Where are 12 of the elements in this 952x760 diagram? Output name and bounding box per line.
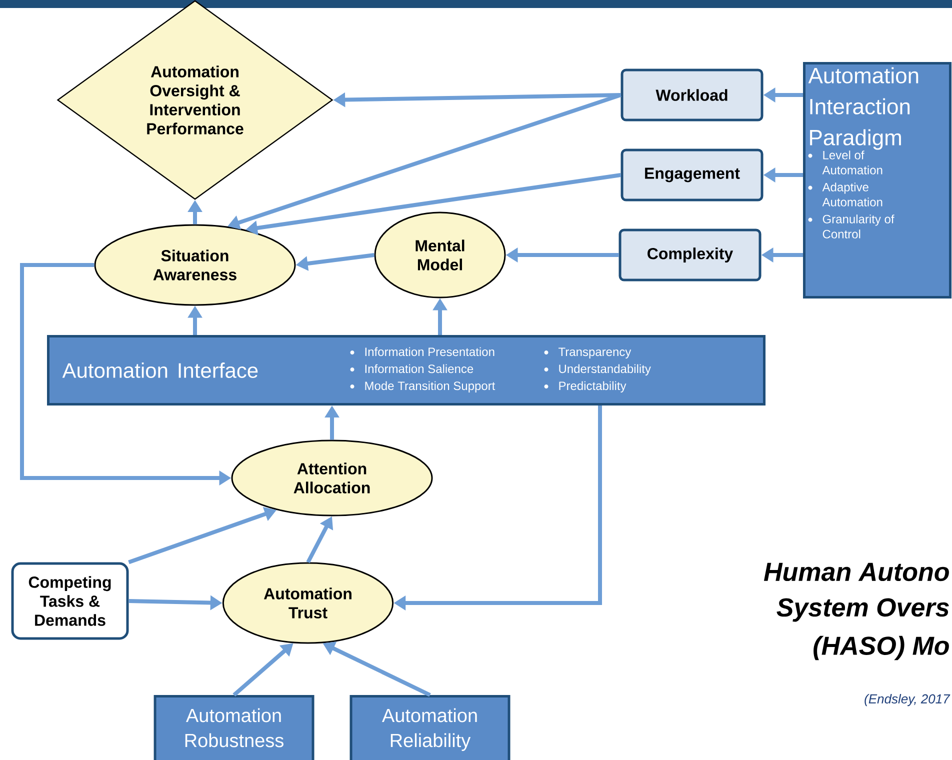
interface-box: Automation Interface Information Presentation Information Salience Mode Transition Support Transparency Understandability Predictability (47, 335, 766, 406)
title-text: Human Autono (764, 562, 949, 582)
factor-box: Complexity (618, 228, 762, 282)
factor-box: Workload (620, 68, 764, 122)
citation-text: (Endsley, 2017 (864, 694, 950, 706)
factor-box: Engagement (620, 148, 764, 202)
input-box: Competing Tasks & Demands (11, 562, 129, 640)
title-text: (HASO) Mo (814, 636, 949, 660)
factor-box: Automation Robustness (154, 695, 314, 760)
factor-box: Automation Reliability (350, 695, 510, 760)
title-text: System Overs (776, 598, 949, 622)
paradigm-box: Automation Interaction Paradigm Level of Automation Adaptive Automation Granularity of Control (803, 62, 952, 298)
